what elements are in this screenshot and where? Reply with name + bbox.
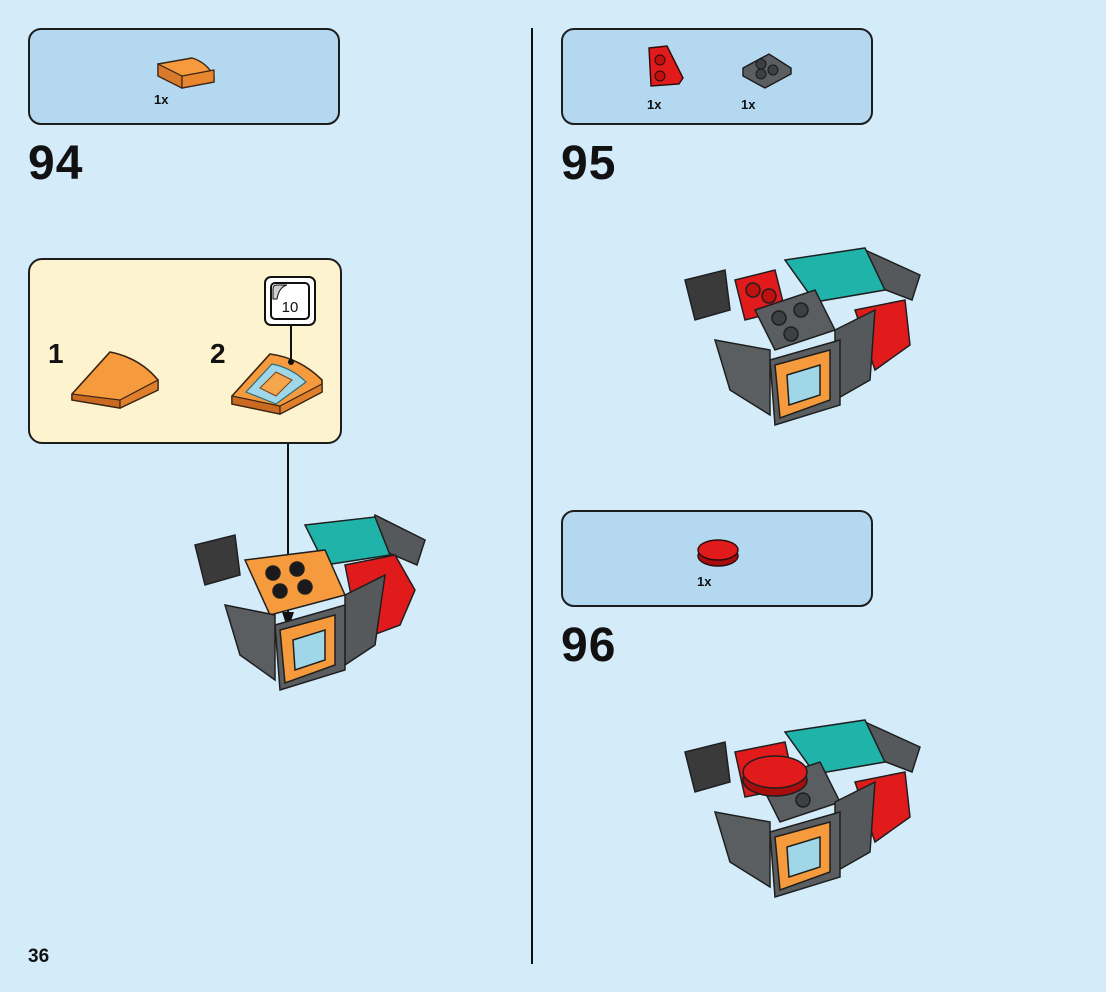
substep-label-2: 2	[210, 338, 226, 369]
orange-curved-slope-icon	[71, 351, 159, 409]
sticker-reference: 10	[264, 276, 316, 326]
part-quantity: 1x	[154, 92, 169, 107]
red-round-tile-icon	[697, 539, 739, 567]
stickered-slope-icon	[231, 353, 323, 415]
model-illustration-94	[194, 513, 426, 691]
step-number-96: 96	[561, 619, 617, 672]
sticker-icon: 10	[270, 282, 310, 320]
parts-callout-95: 1x 1x	[561, 28, 873, 125]
part-quantity: 1x	[647, 97, 662, 112]
substep-label-1: 1	[48, 338, 64, 369]
step-number-94: 94	[28, 137, 84, 190]
sticker-number: 10	[281, 299, 299, 316]
step-number-95: 95	[561, 137, 617, 190]
page-divider	[531, 28, 533, 964]
dark-gray-wedge-plate-icon	[742, 53, 792, 89]
page-number: 36	[28, 946, 50, 967]
model-illustration-95	[684, 247, 921, 426]
red-wedge-plate-icon	[648, 45, 684, 87]
part-quantity: 1x	[697, 574, 712, 589]
parts-callout-94: 1x	[28, 28, 340, 125]
model-illustration-96	[684, 719, 921, 898]
parts-callout-96: 1x	[561, 510, 873, 607]
sticker-pointer	[288, 326, 294, 365]
orange-curved-slope-icon	[157, 57, 215, 89]
part-quantity: 1x	[741, 97, 756, 112]
